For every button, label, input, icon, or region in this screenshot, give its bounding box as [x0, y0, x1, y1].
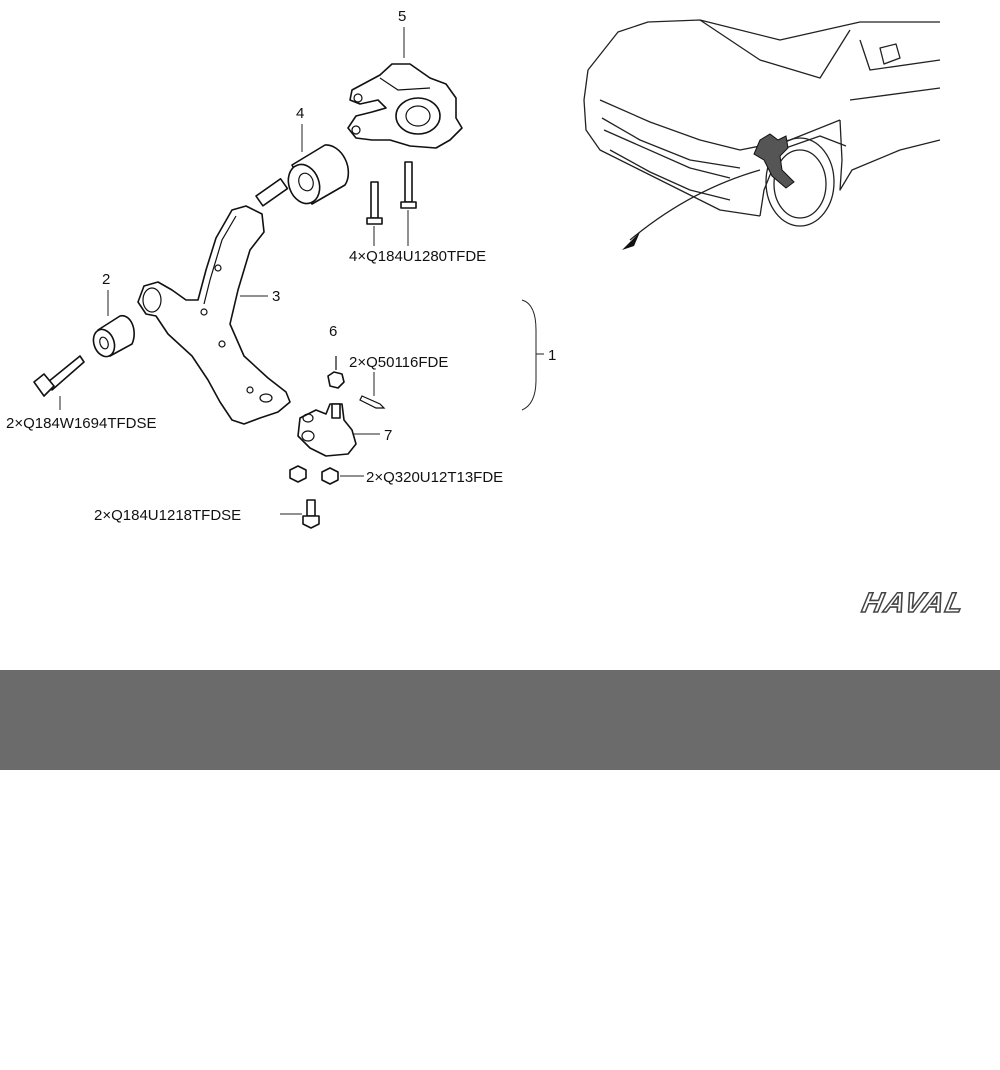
- part-6-nut: [327, 356, 345, 389]
- car-illustration: [583, 19, 941, 250]
- label-q50116: 2×Q50116FDE: [349, 354, 448, 371]
- part-5-bracket: [347, 63, 463, 149]
- footer-bar: GREAT WALL - 2904150XKZ16A N - 6: [0, 670, 1000, 940]
- label-q184u1280: 4×Q184U1280TFDE: [349, 248, 486, 265]
- parts-diagram: 5 4×Q184U1280TFDE 4 3 2: [6, 8, 970, 619]
- nuts-q320u12t13: [289, 465, 339, 485]
- part-7-ball-joint: [297, 403, 357, 457]
- cotter-pin: [359, 395, 386, 409]
- part-4-bushing: [287, 144, 350, 205]
- label-part-2: 2: [102, 271, 110, 288]
- footer-part-number: GREAT WALL - 2904150XKZ16A: [150, 799, 683, 840]
- part-2-bushing: [92, 314, 135, 358]
- label-q184u1218: 2×Q184U1218TFDSE: [94, 507, 241, 524]
- svg-text:HAVAL: HAVAL: [860, 586, 969, 618]
- label-q320u12t13: 2×Q320U12T13FDE: [366, 469, 503, 486]
- label-part-7: 7: [384, 427, 392, 444]
- bolt-q184u1218: [302, 499, 320, 529]
- bolt-pair-q184u1280: [366, 161, 417, 225]
- part-3-control-arm: [137, 177, 291, 425]
- label-part-5: 5: [398, 8, 406, 25]
- group-bracket: [521, 299, 544, 411]
- label-part-3: 3: [272, 288, 280, 305]
- label-part-4: 4: [296, 105, 304, 122]
- label-q184w1694: 2×Q184W1694TFDSE: [6, 415, 157, 432]
- haval-logo: HAVAL: [859, 585, 970, 618]
- label-part-6: 6: [329, 323, 337, 340]
- label-part-1: 1: [548, 347, 556, 364]
- bolt-q184w1694: [33, 355, 85, 397]
- footer-page-label: N - 6: [768, 899, 847, 940]
